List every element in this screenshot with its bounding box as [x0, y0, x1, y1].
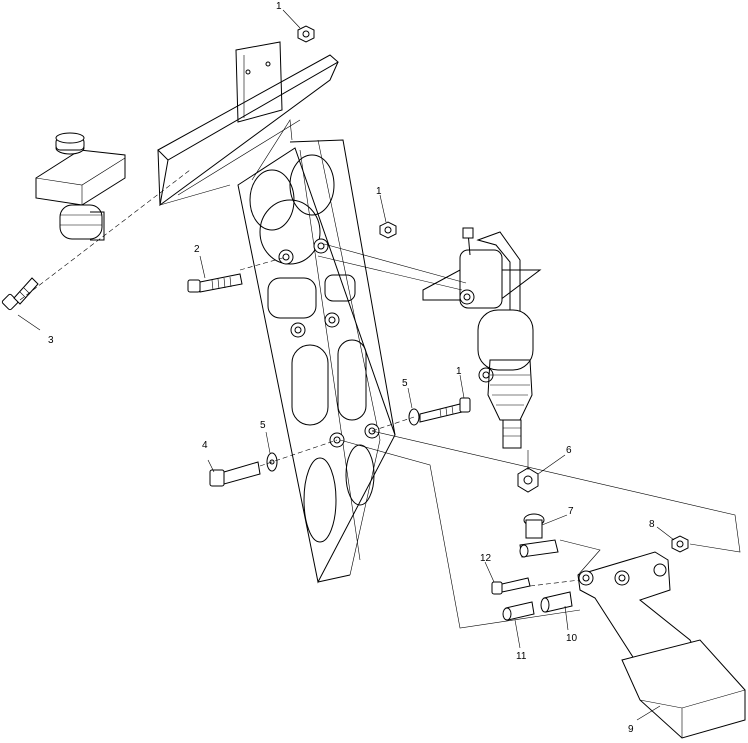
callout-12: 12: [480, 553, 492, 564]
brake-pedal: [577, 551, 746, 739]
upper-bracket: [235, 41, 283, 123]
nut-6: [517, 467, 539, 493]
callout-3: 3: [48, 335, 54, 346]
master-cylinder: [422, 227, 542, 449]
callout-5-lower: 5: [260, 420, 266, 431]
callout-8: 8: [649, 519, 655, 530]
callout-1-center: 1: [456, 366, 462, 377]
bolt-12: [491, 577, 531, 595]
callout-11: 11: [516, 651, 527, 662]
brake-switch: [35, 132, 126, 241]
leader-lines: [17, 9, 675, 721]
bolt-3: [1, 277, 39, 311]
callout-4: 4: [202, 440, 208, 451]
callout-5-upper: 5: [402, 378, 408, 389]
nut-1-middle: [379, 221, 397, 239]
callout-6: 6: [566, 445, 572, 456]
callout-10: 10: [566, 633, 578, 644]
nut-1-top: [297, 25, 315, 43]
callout-labels: 1 1 1 2 3 4 5 5 6 7 8 9 10 11 12: [48, 1, 655, 735]
callout-9: 9: [628, 724, 634, 735]
bushing-10: [540, 591, 573, 613]
callout-7: 7: [568, 506, 574, 517]
callout-2: 2: [194, 244, 200, 255]
bolt-2: [187, 273, 243, 293]
clevis-7: [519, 513, 559, 558]
bushing-11: [502, 601, 535, 621]
assembly-lines: [19, 169, 741, 629]
frame-rail: [157, 54, 339, 207]
pedal-support-plate: [237, 139, 396, 584]
callout-1-top: 1: [276, 1, 282, 12]
bolt-4: [209, 461, 261, 487]
nut-8: [671, 535, 689, 553]
washer-5-upper: [408, 397, 471, 426]
callout-1-middle: 1: [376, 186, 382, 197]
